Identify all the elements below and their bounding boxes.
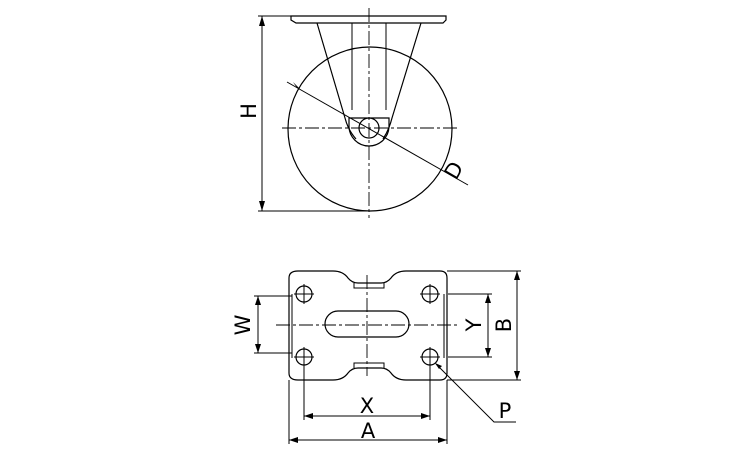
plate-outline <box>288 270 448 381</box>
b-label: B <box>492 318 516 332</box>
side-view: H D <box>237 8 468 218</box>
h-arrow-top <box>259 16 265 26</box>
diameter-line <box>286 81 469 186</box>
mounting-plate-side <box>290 15 447 24</box>
tab-top <box>353 283 385 289</box>
plate-inner-outline <box>291 294 445 358</box>
a-label: A <box>361 419 376 443</box>
fork-left <box>316 22 357 140</box>
hub-outline <box>348 117 390 147</box>
d-label: D <box>440 157 469 183</box>
h-label: H <box>237 103 261 119</box>
x-label: X <box>360 394 374 418</box>
y-arrow-top <box>485 294 491 303</box>
y-label: Y <box>462 318 486 332</box>
tab-bottom <box>353 362 385 368</box>
x-arrow-left <box>304 413 313 419</box>
p-label: P <box>499 399 512 423</box>
x-arrow-right <box>421 413 430 419</box>
w-arrow-top <box>255 296 261 305</box>
p-leader-line <box>435 363 516 423</box>
b-arrow-bottom <box>514 371 520 380</box>
diameter-arrow-bottom <box>442 170 452 176</box>
b-arrow-top <box>514 271 520 280</box>
a-arrow-right <box>438 437 447 443</box>
a-arrow-left <box>289 437 298 443</box>
w-arrow-bottom <box>255 344 261 353</box>
diameter-arrow-top <box>293 82 301 90</box>
hole-centerlines <box>294 284 440 367</box>
h-arrow-bottom <box>259 201 265 211</box>
p-leader-arrow <box>435 363 442 369</box>
y-arrow-bottom <box>485 348 491 357</box>
top-view: W Y B X A P <box>231 270 521 444</box>
w-label: W <box>231 314 255 335</box>
